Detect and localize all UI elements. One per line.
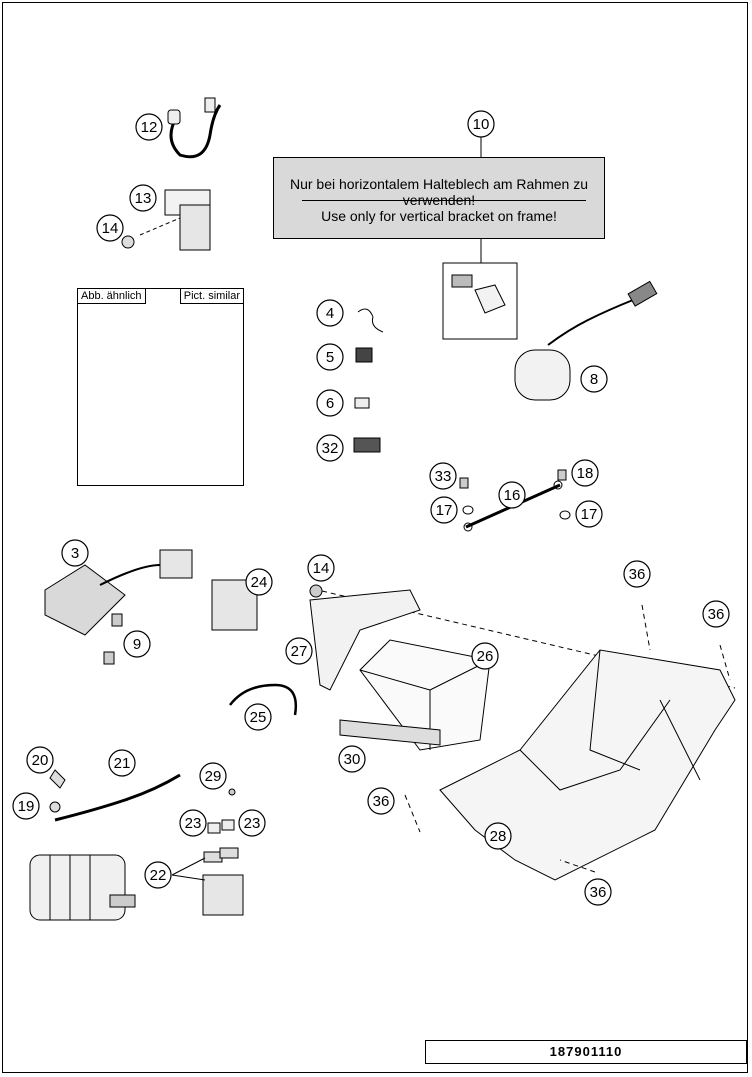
- svg-text:18: 18: [577, 465, 594, 482]
- svg-text:22: 22: [150, 867, 167, 884]
- starter-relay-drawing: [202, 874, 244, 916]
- callout-9: 10: [467, 110, 495, 138]
- callout-12: 12: [135, 113, 163, 141]
- capacitor-drawing: [514, 280, 658, 401]
- callout-32: 32: [316, 434, 344, 462]
- callout-17-left: 17: [430, 496, 458, 524]
- callout-19: 19: [12, 792, 40, 820]
- svg-text:30: 30: [344, 751, 361, 768]
- callout-4: 4: [316, 299, 344, 327]
- callout-17-right: 17: [575, 500, 603, 528]
- svg-text:14: 14: [313, 560, 330, 577]
- voltage-regulator-drawing: [44, 549, 193, 665]
- starter-cable-drawing: [54, 773, 181, 822]
- svg-text:36: 36: [590, 884, 607, 901]
- svg-text:12: 12: [141, 119, 158, 136]
- svg-text:14: 14: [102, 220, 119, 237]
- callout-21: 21: [108, 749, 136, 777]
- battery-box-drawing: [439, 649, 736, 881]
- svg-text:4: 4: [326, 305, 334, 322]
- callout-16: 16: [498, 481, 526, 509]
- callout-5: 5: [316, 343, 344, 371]
- svg-text:17: 17: [581, 506, 598, 523]
- svg-text:8: 8: [590, 371, 598, 388]
- callout-8: 8: [580, 365, 608, 393]
- svg-text:13: 13: [135, 190, 152, 207]
- svg-text:33: 33: [435, 468, 452, 485]
- starter-motor-drawing: [29, 854, 136, 921]
- note-english: Use only for vertical bracket on frame!: [321, 208, 557, 224]
- svg-text:27: 27: [291, 643, 308, 660]
- callout-36-b: 36: [702, 600, 730, 628]
- callout-24: 24: [245, 568, 273, 596]
- callout-29: 30: [338, 745, 366, 773]
- callout-30: 29: [199, 762, 227, 790]
- callout-26: 26: [471, 642, 499, 670]
- svg-text:20: 20: [32, 752, 49, 769]
- callout-13: 13: [129, 184, 157, 212]
- callout-36-a: 36: [623, 560, 651, 588]
- svg-text:5: 5: [326, 349, 334, 366]
- svg-text:16: 16: [504, 487, 521, 504]
- svg-text:17: 17: [436, 502, 453, 519]
- svg-text:24: 24: [251, 574, 268, 591]
- svg-text:36: 36: [629, 566, 646, 583]
- svg-text:21: 21: [114, 755, 131, 772]
- relay-bracket-drawing: [139, 189, 211, 251]
- svg-text:10: 10: [473, 116, 490, 133]
- svg-text:36: 36: [708, 606, 725, 623]
- connector-plug-drawing: [353, 437, 381, 453]
- callout-18: 18: [571, 459, 599, 487]
- callout-33: 33: [429, 462, 457, 490]
- connector-drawing: [355, 347, 373, 363]
- callout-22: 22: [144, 861, 172, 889]
- callout-10: 9: [123, 630, 151, 658]
- cable-tie-drawing: [357, 308, 384, 333]
- callout-25: 25: [244, 703, 272, 731]
- callout-36-c: 36: [367, 787, 395, 815]
- battery-pad-drawing: [339, 719, 441, 746]
- callout-20: 20: [26, 746, 54, 774]
- battery-cable-drawing: [229, 683, 298, 716]
- svg-text:25: 25: [250, 709, 267, 726]
- similar-tag-german: Abb. ähnlich: [78, 289, 146, 304]
- callout-6: 6: [316, 389, 344, 417]
- callout-28: 28: [484, 822, 512, 850]
- svg-text:32: 32: [322, 440, 339, 457]
- svg-text:28: 28: [490, 828, 507, 845]
- usage-note-box: Nur bei horizontalem Halteblech am Rahme…: [273, 157, 605, 239]
- picture-similar-frame: Abb. ähnlich Pict. similar: [77, 288, 244, 486]
- svg-text:6: 6: [326, 395, 334, 412]
- callout-36-d: 36: [584, 878, 612, 906]
- svg-text:19: 19: [18, 798, 35, 815]
- callout-14-b: 14: [307, 554, 335, 582]
- svg-text:29: 29: [205, 768, 222, 785]
- svg-text:36: 36: [373, 793, 390, 810]
- battery-holder-drawing: [309, 589, 421, 691]
- callout-23-right: 23: [238, 809, 266, 837]
- similar-tag-english: Pict. similar: [179, 289, 243, 304]
- note-german: Nur bei horizontalem Halteblech am Rahme…: [289, 176, 589, 208]
- svg-text:26: 26: [477, 648, 494, 665]
- callout-23-left: 23: [179, 809, 207, 837]
- callout-14: 14: [96, 214, 124, 242]
- svg-text:23: 23: [244, 815, 261, 832]
- callout-3: 3: [61, 539, 89, 567]
- fuse-holder-cable-drawing: [167, 97, 222, 159]
- drawing-number: 187901110: [425, 1040, 747, 1064]
- svg-text:9: 9: [133, 636, 141, 653]
- svg-text:23: 23: [185, 815, 202, 832]
- callout-27: 27: [285, 637, 313, 665]
- note-divider: [302, 200, 586, 201]
- svg-text:3: 3: [71, 545, 79, 562]
- clip-drawing: [354, 397, 370, 409]
